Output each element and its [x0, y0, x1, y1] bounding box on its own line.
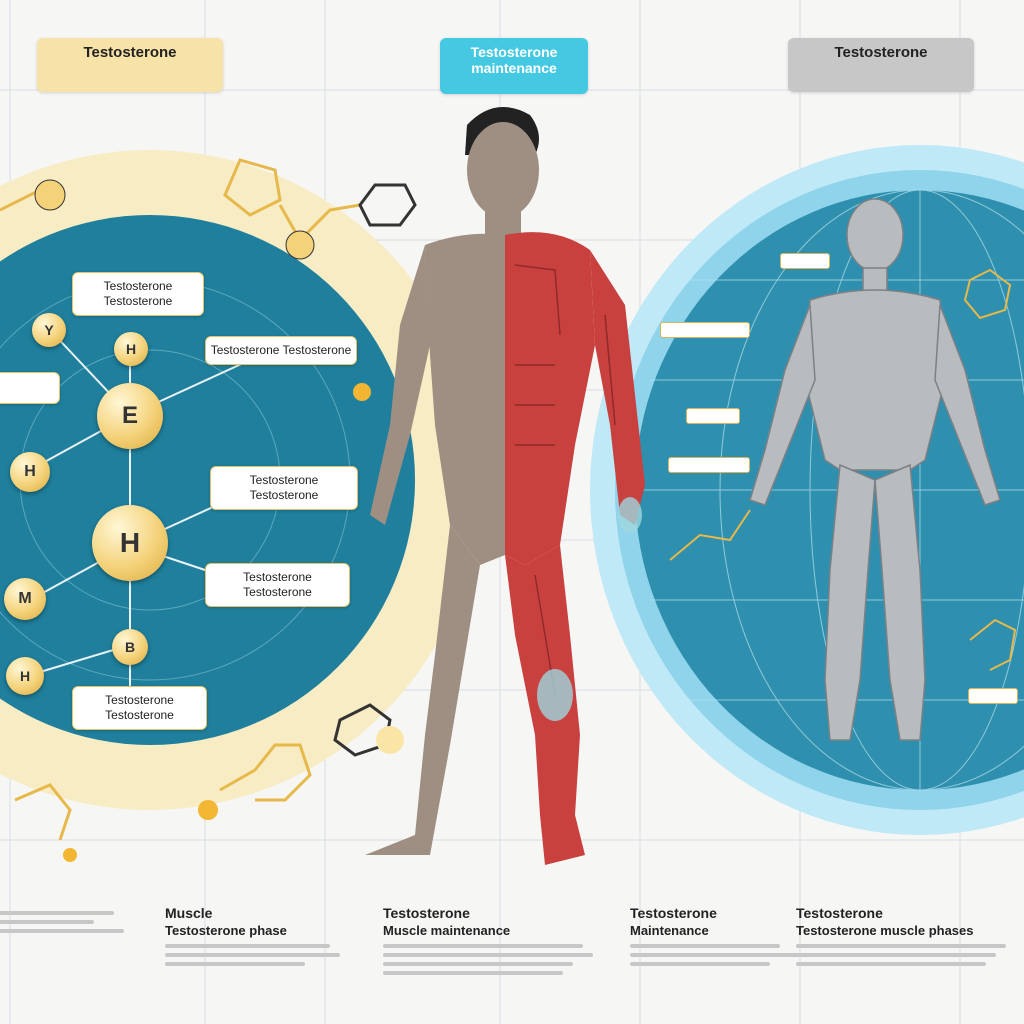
annotation-label — [668, 457, 750, 473]
footer-subtitle: Testosterone muscle phases — [796, 923, 974, 938]
footer-column: Testosterone Muscle maintenance — [383, 905, 598, 980]
footer-column: Muscle Testosterone phase — [165, 905, 355, 971]
footer-subtitle: Muscle maintenance — [383, 923, 511, 938]
footer-subtitle: Maintenance — [630, 923, 709, 938]
callout-label: Testosterone Testosterone — [72, 686, 207, 730]
callout-label: Testosterone Testosterone — [210, 466, 358, 510]
header-center-title: Testosterone maintenance — [470, 44, 558, 76]
footer-title: Testosterone — [630, 905, 717, 921]
molecule-node: E — [97, 383, 163, 449]
footer-title: Muscle — [165, 905, 213, 921]
header-right-title: Testosterone — [834, 44, 928, 61]
footer-title: Testosterone — [796, 905, 883, 921]
callout-label-partial — [0, 372, 60, 404]
molecule-node: H — [6, 657, 44, 695]
callout-label: Testosterone Testosterone — [205, 563, 350, 607]
molecule-node: Y — [32, 313, 66, 347]
callout-label: Testosterone Testosterone — [72, 272, 204, 316]
annotation-label — [780, 253, 830, 269]
annotation-label — [968, 688, 1018, 704]
molecule-node: H — [92, 505, 168, 581]
footer-title: Testosterone — [383, 905, 470, 921]
annotation-label — [686, 408, 740, 424]
right-anatomy-diagram — [590, 145, 1024, 835]
header-tag-left: Testosterone — [37, 38, 223, 92]
footer-column — [0, 905, 144, 938]
header-left-title: Testosterone — [83, 44, 177, 61]
molecule-node: H — [114, 332, 148, 366]
center-muscle-figure — [365, 107, 645, 865]
molecule-node: H — [10, 452, 50, 492]
footer-subtitle: Testosterone phase — [165, 923, 287, 938]
footer-column: Testosterone Testosterone muscle phases — [796, 905, 1016, 971]
header-tag-right: Testosterone — [788, 38, 974, 92]
footer-column: Testosterone Maintenance — [630, 905, 820, 971]
annotation-label — [660, 322, 750, 338]
callout-label: Testosterone Testosterone — [205, 336, 357, 365]
molecule-node: B — [112, 629, 148, 665]
molecule-node: M — [4, 578, 46, 620]
header-tag-center: Testosterone maintenance — [440, 38, 588, 94]
